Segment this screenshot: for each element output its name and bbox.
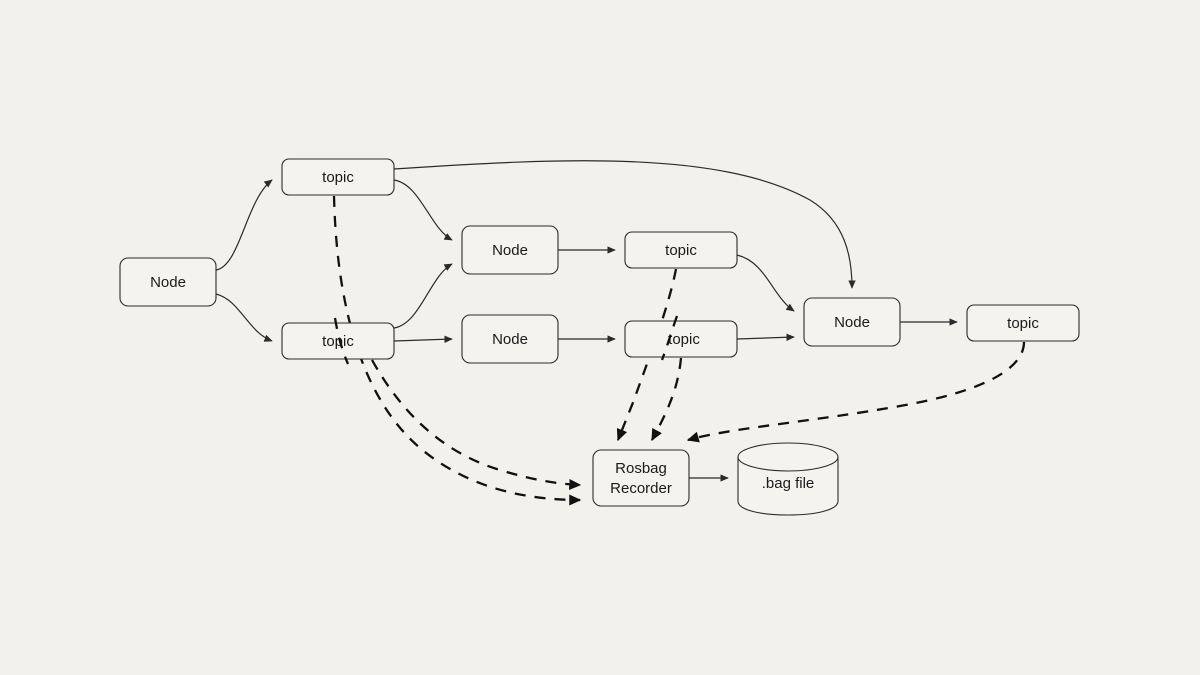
edge-layer-solid xyxy=(215,160,958,482)
edge-topic-a-to-node-d xyxy=(393,160,856,289)
edge-node-a-to-topic-b xyxy=(215,293,273,342)
node-box-node-a[interactable]: Node xyxy=(119,257,217,307)
node-box-topic-e[interactable]: topic xyxy=(966,304,1080,342)
edge-topic-d-to-node-d xyxy=(736,333,795,341)
node-box-node-c[interactable]: Node xyxy=(461,314,559,364)
node-box-node-d[interactable]: Node xyxy=(803,297,901,347)
edge-node-a-to-topic-a xyxy=(215,179,273,271)
edge-topic-a-to-rosbag xyxy=(332,195,582,506)
edge-topic-b-to-rosbag xyxy=(370,359,582,490)
node-box-topic-a[interactable]: topic xyxy=(281,158,395,196)
node-box-topic-c[interactable]: topic xyxy=(624,231,738,269)
edge-topic-e-to-rosbag xyxy=(686,341,1026,443)
edge-topic-c-overlay-through-topic-d xyxy=(660,315,679,361)
edge-topic-d-to-rosbag xyxy=(650,357,683,442)
edge-topic-c-to-rosbag xyxy=(616,268,678,442)
edge-topic-c-to-node-d xyxy=(736,254,795,312)
dashed-overlay-layer xyxy=(333,315,679,365)
edge-layer-dashed xyxy=(332,195,1026,506)
node-box-rosbag-recorder[interactable]: Rosbag Recorder xyxy=(592,449,690,507)
edge-topic-a-to-node-b xyxy=(393,179,453,241)
node-box-topic-d[interactable]: topic xyxy=(624,320,738,358)
edge-topic-b-to-node-c xyxy=(393,335,453,343)
edge-topic-a-overlay-through-topic-b xyxy=(333,317,350,365)
node-cylinder-bag-file[interactable]: .bag file xyxy=(737,442,839,516)
edge-topic-b-to-node-b xyxy=(393,263,453,329)
node-box-node-b[interactable]: Node xyxy=(461,225,559,275)
